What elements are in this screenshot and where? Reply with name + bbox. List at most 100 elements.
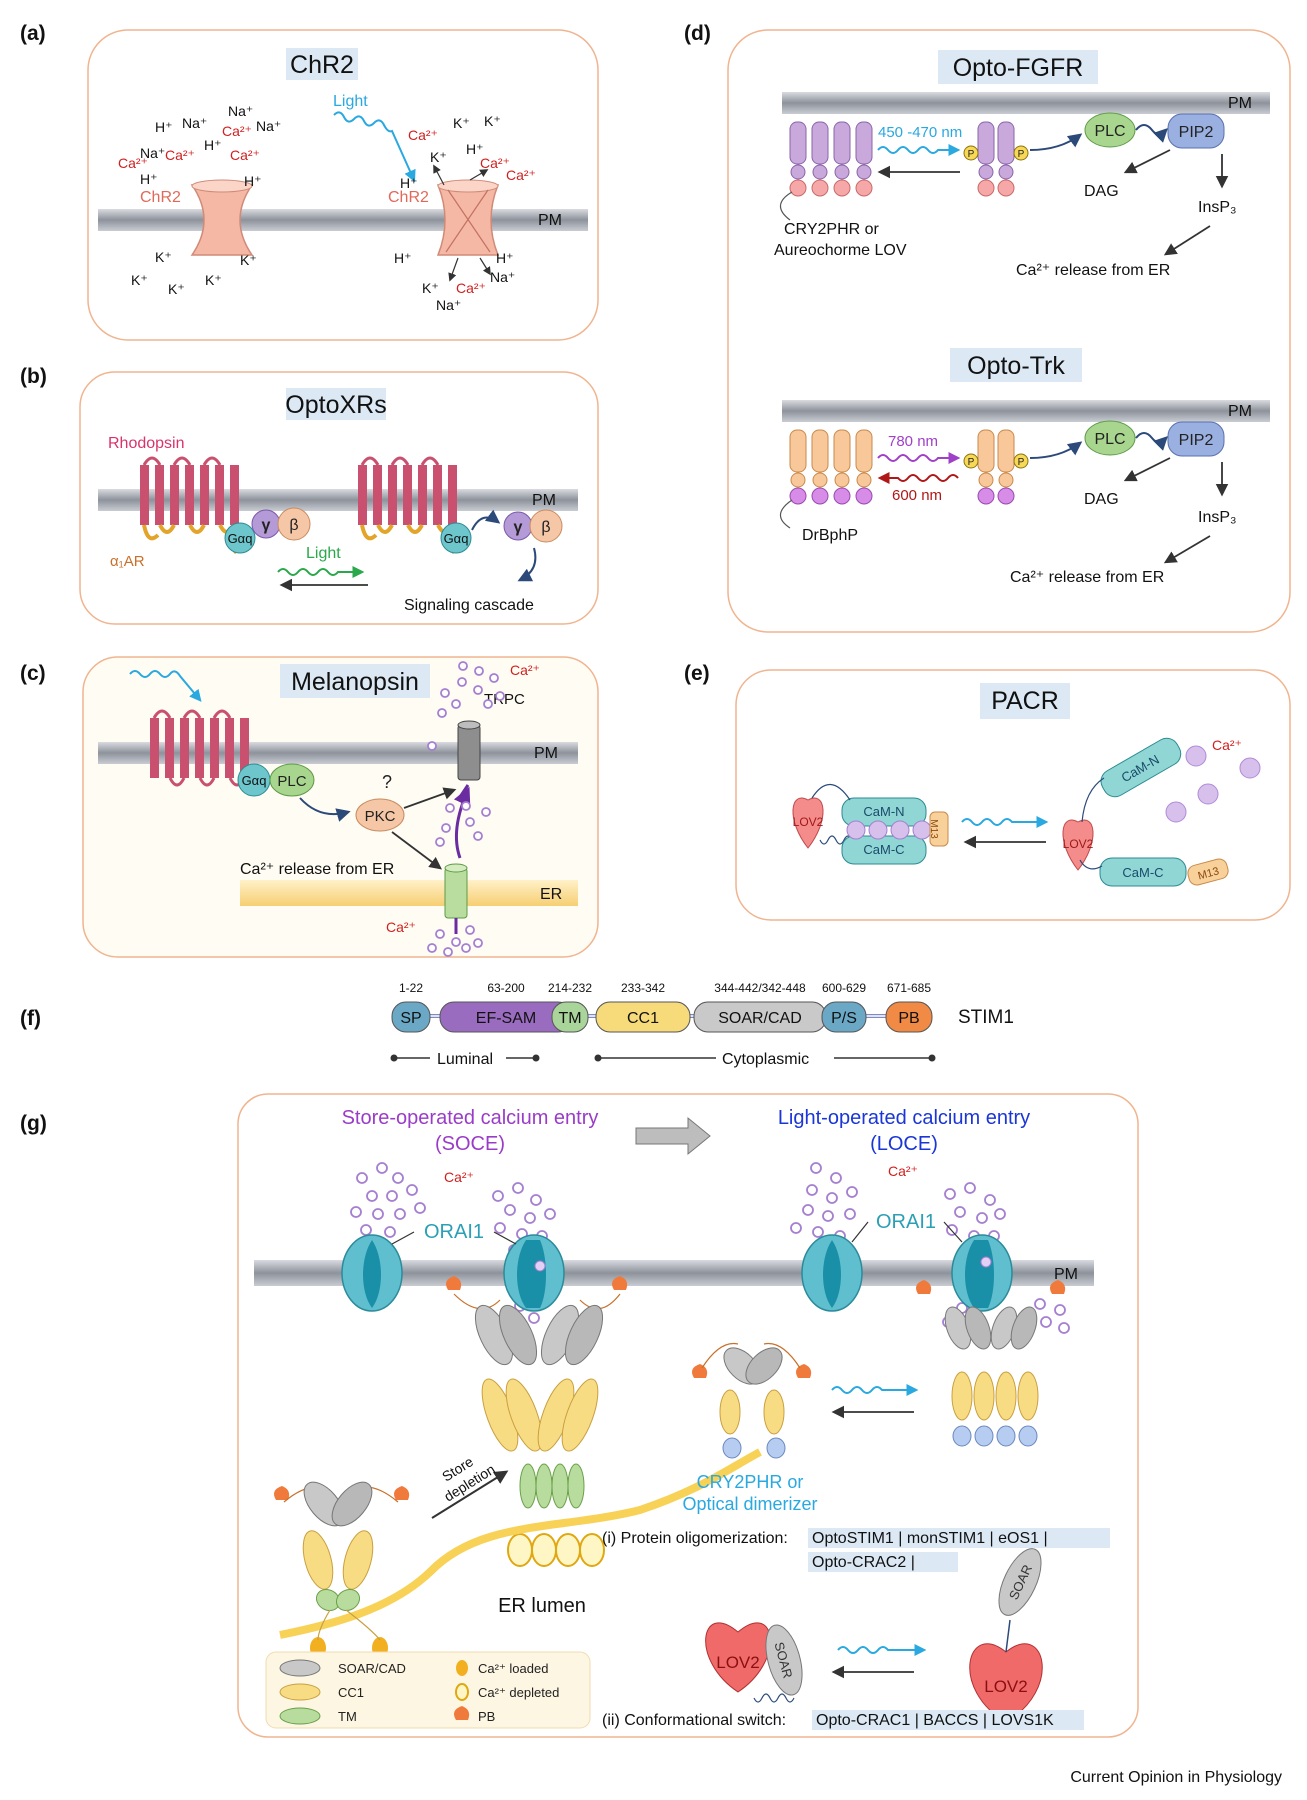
fgfr-title: Opto-FGFR xyxy=(953,54,1084,82)
panel-d: (d) Opto-FGFR PM CRY2PHR or Aureochorme … xyxy=(684,22,1291,633)
cyto-bracket-left-end xyxy=(594,1054,602,1062)
panel-f: (f) SP1-22EF-SAM63-200TM214-232CC1233-34… xyxy=(20,981,1014,1068)
release-d1: Ca²⁺ release from ER xyxy=(1016,262,1170,279)
linker-open-g xyxy=(1005,1619,1011,1653)
conf-tools-bg xyxy=(812,1710,1084,1730)
legend-swatch-ca-loaded xyxy=(456,1660,468,1676)
light-label-b: Light xyxy=(306,545,341,562)
panel-e-label: (e) xyxy=(684,662,710,685)
pkc-label: PKC xyxy=(365,808,396,825)
soce-to-loce-arrow xyxy=(635,1116,711,1156)
panel-c-label: (c) xyxy=(20,662,46,685)
panel-a-title-bg xyxy=(286,48,358,80)
fgfr-domain-line1: CRY2PHR or xyxy=(784,221,880,238)
orai1-loce-leader-2 xyxy=(943,1221,963,1243)
camc-closed-label: CaM-C xyxy=(863,842,904,857)
ca-bound-closed xyxy=(846,820,932,840)
m13-open xyxy=(1187,858,1229,886)
panel-b-title: OptoXRs xyxy=(285,391,386,419)
legend-swatch-ca-depleted xyxy=(455,1683,469,1701)
plc-c-label: PLC xyxy=(277,773,306,790)
trpc-channel-top xyxy=(457,720,481,730)
ion-a2: Na⁺ xyxy=(140,145,165,161)
ion-b7: Ca²⁺ xyxy=(506,167,536,183)
calcium-particles-c xyxy=(427,661,505,957)
ca-release-label-c: Ca²⁺ release from ER xyxy=(240,861,394,878)
lov2-heart-closed-g xyxy=(705,1622,771,1693)
panel-g-label: (g) xyxy=(20,1112,47,1135)
ion-a13: Na⁺ xyxy=(256,118,281,134)
orai1-label-soce: ORAI1 xyxy=(424,1221,484,1243)
fgfr-monomers xyxy=(789,121,873,197)
domain-range-pb: 671-685 xyxy=(887,981,931,995)
pkc-er-arrow xyxy=(391,831,443,870)
loce-title-1: Light-operated calcium entry xyxy=(778,1107,1030,1129)
pm-label-b: PM xyxy=(532,492,556,509)
signaling-cascade-label: Signaling cascade xyxy=(404,597,534,614)
light-wave-g2 xyxy=(837,1644,927,1656)
panel-c: (c) Melanopsin PM Gαq PLC PKC ? xyxy=(20,656,599,958)
oligo-tools-2-bg xyxy=(808,1552,958,1572)
m13-closed-label: M13 xyxy=(928,819,939,839)
ion-b12: Ca²⁺ xyxy=(456,280,486,296)
legend-swatch-pb xyxy=(454,1706,470,1720)
lov2-open-label: LOV2 xyxy=(1063,837,1094,851)
plc-d2 xyxy=(1084,420,1136,456)
domain-label-pb: PB xyxy=(898,1010,919,1027)
legend-ca-depleted: Ca²⁺ depleted xyxy=(478,1685,559,1700)
dag-d1: DAG xyxy=(1084,183,1119,200)
legend-box xyxy=(265,1651,591,1729)
chr2-channel-closed-top xyxy=(191,179,253,193)
pkc xyxy=(355,798,405,832)
activation-arrow-b xyxy=(471,509,501,531)
fgfr-wavelength: 450 -470 nm xyxy=(878,124,962,141)
insp3-d1: InsP₃ xyxy=(1198,199,1237,216)
trk-title-bg xyxy=(950,348,1082,382)
pip2-d2 xyxy=(1167,421,1225,457)
ions-right: K⁺ K⁺ Ca²⁺ K⁺ H⁺ Ca²⁺ Ca²⁺ H⁺ H⁺ H⁺ K⁺ C… xyxy=(394,113,536,313)
trk-title: Opto-Trk xyxy=(967,352,1065,380)
ion-a7: Ca²⁺ xyxy=(118,155,148,171)
plc-pip2-arrow-d2 xyxy=(1135,432,1168,451)
chr2-open-pore xyxy=(445,189,491,253)
ion-a15: K⁺ xyxy=(131,272,148,288)
orai1-loce-leader-1 xyxy=(851,1221,869,1243)
ion-a12: H⁺ xyxy=(244,173,262,189)
orai1-loce-right xyxy=(951,1234,1013,1312)
pm-membrane-a xyxy=(98,209,588,231)
panel-g: (g) Store-operated calcium entry (SOCE) … xyxy=(20,1093,1139,1738)
ion-a17: K⁺ xyxy=(205,272,222,288)
journal-credit: Current Opinion in Physiology xyxy=(1070,1769,1282,1786)
opto-stim1-monomer xyxy=(692,1342,812,1459)
fgfr-domain-line2: Aureochorme LOV xyxy=(774,242,907,259)
domain-label-cc1: CC1 xyxy=(627,1010,659,1027)
ion-a5: Ca²⁺ xyxy=(222,123,252,139)
ion-b6: Ca²⁺ xyxy=(480,155,510,171)
domain-pb xyxy=(885,1001,933,1033)
er-label-c: ER xyxy=(540,886,562,903)
ca-label-e: Ca²⁺ xyxy=(1212,737,1242,753)
panel-d-label: (d) xyxy=(684,22,711,45)
stim1-domains: SP1-22EF-SAM63-200TM214-232CC1233-342SOA… xyxy=(391,981,933,1033)
ion-b2: K⁺ xyxy=(484,113,501,129)
orai1-label-loce: ORAI1 xyxy=(876,1211,936,1233)
ion-a10: Ca²⁺ xyxy=(230,147,260,163)
chr2-channel-closed xyxy=(190,184,254,256)
k-efflux-arrow xyxy=(433,164,445,186)
plc-pkc-arrow xyxy=(299,797,351,822)
ion-a14: K⁺ xyxy=(155,249,172,265)
phospho-d2a-label: P xyxy=(968,457,975,468)
ion-b11: K⁺ xyxy=(422,280,439,296)
ion-b4: K⁺ xyxy=(430,149,447,165)
ion-b1: K⁺ xyxy=(453,115,470,131)
insp3-d2: InsP₃ xyxy=(1198,509,1237,526)
lov2-heart-closed xyxy=(792,797,824,849)
ion-b9: H⁺ xyxy=(394,250,412,266)
panel-a-frame xyxy=(87,29,599,341)
luminal-bracket-right-end xyxy=(532,1054,540,1062)
phospho-d1a xyxy=(963,145,979,161)
ion-b3: Ca²⁺ xyxy=(408,127,438,143)
orai1-soce-left xyxy=(341,1234,403,1312)
store-depletion-arrow xyxy=(431,1470,509,1519)
beta-b2-label: β xyxy=(541,519,550,536)
